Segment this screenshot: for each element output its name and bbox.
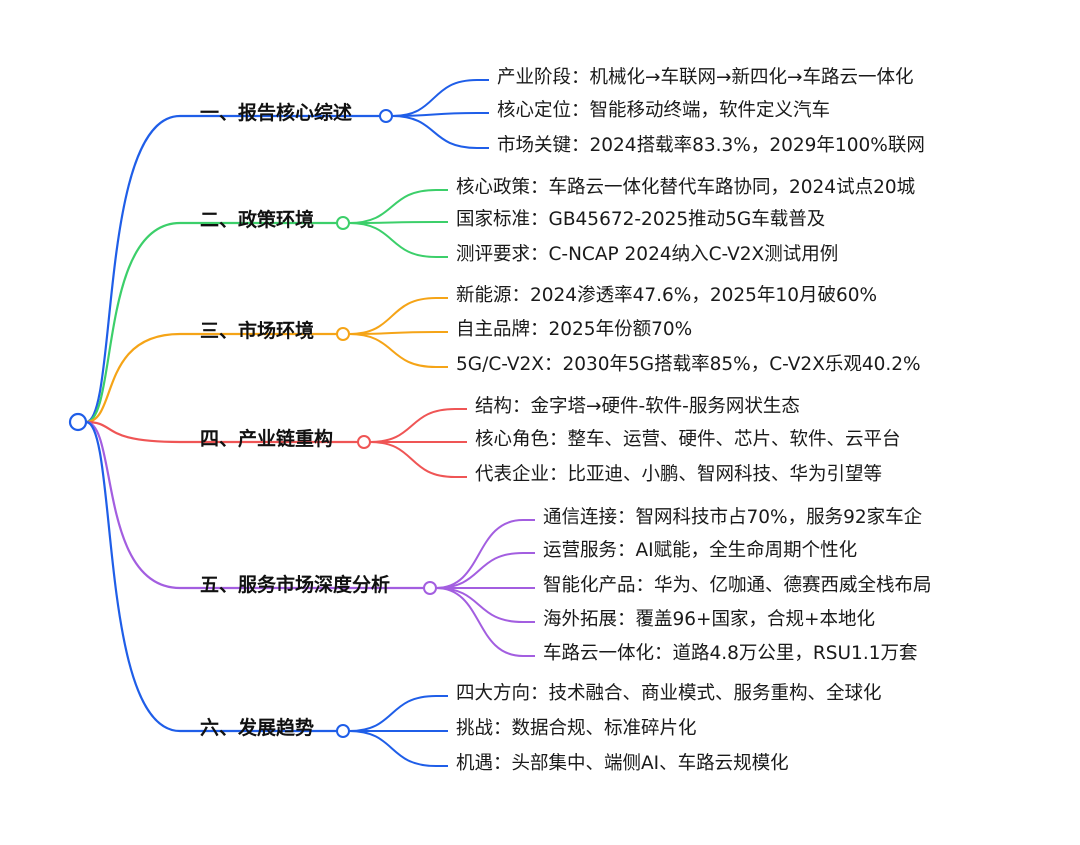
leaf-connector — [348, 189, 448, 224]
leaf-label: 测评要求：C-NCAP 2024纳入C-V2X测试用例 — [456, 244, 839, 265]
leaf-connector — [369, 408, 467, 443]
branch-connector — [85, 420, 358, 444]
branch-title: 六、发展趋势 — [200, 717, 315, 739]
branch-title: 二、政策环境 — [200, 209, 315, 231]
leaf-connector — [435, 587, 535, 657]
leaf-connector — [348, 333, 448, 368]
leaf-connector — [435, 552, 535, 589]
leaf-connector — [391, 115, 489, 149]
branch-title: 一、报告核心综述 — [200, 102, 353, 124]
leaf-label: 市场关键：2024搭载率83.3%，2029年100%联网 — [497, 135, 925, 156]
branch-node-icon[interactable] — [357, 435, 371, 449]
branch-connector — [85, 420, 424, 590]
leaf-label: 核心角色：整车、运营、硬件、芯片、软件、云平台 — [475, 429, 901, 450]
leaf-connector — [348, 221, 448, 224]
branch-title: 三、市场环境 — [200, 320, 315, 342]
leaf-label: 5G/C-V2X：2030年5G搭载率85%，C-V2X乐观40.2% — [456, 354, 921, 375]
branch-node-icon[interactable] — [336, 327, 350, 341]
leaf-label: 国家标准：GB45672-2025推动5G车载普及 — [456, 209, 826, 230]
leaf-connector — [391, 79, 489, 117]
leaf-connector — [369, 441, 467, 478]
leaf-label: 自主品牌：2025年份额70% — [456, 319, 693, 340]
leaf-connector — [348, 695, 448, 732]
leaf-label: 新能源：2024渗透率47.6%，2025年10月破60% — [456, 285, 878, 306]
leaf-label: 挑战：数据合规、标准碎片化 — [456, 718, 697, 739]
leaf-connector — [348, 730, 448, 767]
leaf-label: 代表企业：比亚迪、小鹏、智网科技、华为引望等 — [475, 464, 883, 485]
branch-node-icon[interactable] — [336, 216, 350, 230]
leaf-label: 通信连接：智网科技市占70%，服务92家车企 — [543, 507, 923, 528]
branch-connector — [85, 114, 380, 424]
branch-node-icon[interactable] — [423, 581, 437, 595]
leaf-label: 运营服务：AI赋能，全生命周期个性化 — [543, 540, 858, 561]
branch-title: 四、产业链重构 — [200, 428, 334, 450]
leaf-connector — [435, 519, 535, 589]
leaf-label: 海外拓展：覆盖96+国家，合规+本地化 — [543, 609, 876, 630]
leaf-connector — [348, 331, 448, 335]
leaf-label: 车路云一体化：道路4.8万公里，RSU1.1万套 — [543, 643, 918, 664]
branch-connector — [85, 420, 337, 733]
leaf-label: 四大方向：技术融合、商业模式、服务重构、全球化 — [456, 683, 882, 704]
leaf-connector — [348, 297, 448, 335]
leaf-label: 结构：金字塔→硬件-软件-服务网状生态 — [475, 396, 800, 417]
leaf-connector — [348, 222, 448, 258]
branch-node-icon[interactable] — [336, 724, 350, 738]
leaf-label: 智能化产品：华为、亿咖通、德赛西威全栈布局 — [543, 575, 932, 596]
branch-connector — [85, 332, 337, 424]
leaf-label: 核心政策：车路云一体化替代车路协同，2024试点20城 — [456, 177, 916, 198]
leaf-connector — [435, 587, 535, 623]
branch-title: 五、服务市场深度分析 — [200, 574, 391, 596]
branch-connector — [85, 221, 337, 424]
branch-node-icon[interactable] — [379, 109, 393, 123]
leaf-connector — [391, 112, 489, 117]
root-node-icon[interactable] — [68, 412, 88, 432]
leaf-label: 机遇：头部集中、端侧AI、车路云规模化 — [456, 753, 789, 774]
leaf-label: 产业阶段：机械化→车联网→新四化→车路云一体化 — [497, 67, 914, 88]
leaf-label: 核心定位：智能移动终端，软件定义汽车 — [497, 100, 831, 121]
